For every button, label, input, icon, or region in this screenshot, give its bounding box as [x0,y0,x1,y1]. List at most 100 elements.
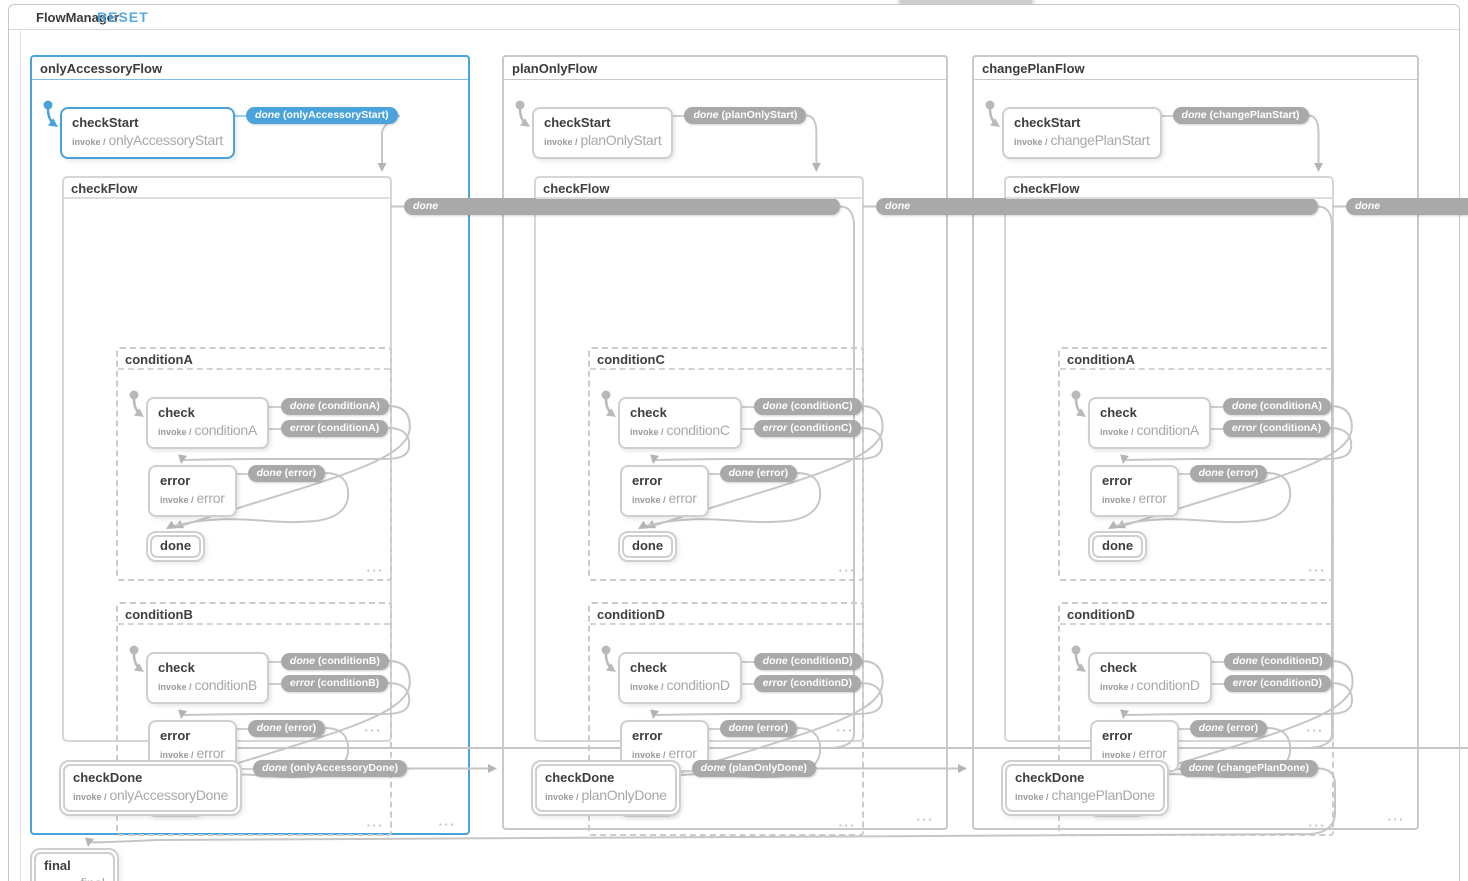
state-error[interactable]: error invoke /error [1090,465,1179,517]
state-checkdone[interactable]: checkDone invoke /changePlanDone [1001,760,1169,816]
transition-badge-error[interactable]: error(conditionD) [753,675,862,692]
transition-badge-done[interactable]: done(conditionD) [1223,653,1332,670]
state-checkstart[interactable]: checkStart invoke /changePlanStart [1002,107,1162,159]
check-row: check invoke /conditionD done(conditionD… [1088,652,1332,704]
invoke-target: conditionA [1136,422,1200,438]
transition-badge-error-done[interactable]: done(error) [1189,465,1268,482]
transition-badge-error[interactable]: error(conditionB) [280,675,389,692]
check-row: check invoke /conditionA done(conditionA… [1088,397,1331,449]
transition-badge-error-done[interactable]: done(error) [719,720,798,737]
connector-line [741,405,754,408]
flow-title-label: onlyAccessoryFlow [40,61,163,76]
checkflow-container: checkFlow ··· conditionC check invoke /c… [534,176,864,836]
state-title: checkDone [545,770,615,785]
flow-container: onlyAccessoryFlow checkStart invoke /onl… [30,55,840,836]
checkflow-done-badge[interactable]: done [876,198,1318,215]
transition-badge-done[interactable]: done(conditionB) [280,653,389,670]
state-title: error [632,728,663,743]
checkdone-row: checkDone invoke /changePlanDone done(ch… [1001,760,1319,816]
transition-badge[interactable]: done(onlyAccessoryStart) [245,107,398,124]
flow-container: planOnlyFlow checkStart invoke /planOnly… [502,55,1318,836]
ellipsis-icon: ··· [366,563,384,578]
checkflow-done-badge[interactable]: done [404,198,840,215]
transition-badge-done[interactable]: done(conditionC) [753,398,862,415]
invoke-target: error [668,490,697,506]
transition-badge-error[interactable]: error(conditionC) [753,420,862,437]
state-check[interactable]: check invoke /conditionB [146,652,269,704]
transition-badge-error[interactable]: error(conditionD) [1223,675,1332,692]
outer-panel [8,4,1460,881]
state-title: check [1100,660,1137,675]
invoke-keyword: invoke / [72,137,106,147]
badge-event: done [1188,762,1214,774]
state-error[interactable]: error invoke /error [148,465,237,517]
transition-badge[interactable]: done(changePlanDone) [1179,760,1319,777]
state-checkstart[interactable]: checkStart invoke /planOnlyStart [532,107,674,159]
badge-arg: (conditionB) [318,655,380,667]
ellipsis-icon: ··· [1308,818,1326,833]
transition-badge-done[interactable]: done(conditionD) [753,653,862,670]
check-row: check invoke /conditionD done(conditionD… [618,652,862,704]
state-final[interactable]: final invoke /final [30,848,119,881]
state-done[interactable]: done [146,531,206,562]
badge-row: done(conditionB) [268,653,389,670]
badge-event: done [885,200,911,212]
badge-event: done [1198,722,1224,734]
state-checkdone[interactable]: checkDone invoke /planOnlyDone [531,760,681,816]
invoke-keyword: invoke / [1102,750,1136,760]
state-invoke: invoke /conditionC [630,422,730,440]
browser-artifact [900,0,1032,7]
state-checkstart[interactable]: checkStart invoke /onlyAccessoryStart [60,107,235,159]
state-checkdone[interactable]: checkDone invoke /onlyAccessoryDone [59,760,243,816]
badge-arg: (conditionA) [318,400,380,412]
app-title: FlowManager [36,10,120,25]
transition-badge-done[interactable]: done(conditionA) [1222,398,1331,415]
transition-badge-error[interactable]: error(conditionA) [1222,420,1331,437]
transition-badge-error[interactable]: error(conditionA) [280,420,389,437]
transition-badge-error-done[interactable]: done(error) [719,465,798,482]
transition-badge[interactable]: done(planOnlyStart) [684,107,807,124]
transition-badge[interactable]: done(planOnlyDone) [691,760,816,777]
state-invoke: invoke /changePlanStart [1014,132,1150,150]
invoke-target: conditionD [1136,677,1200,693]
state-done[interactable]: done [1088,531,1148,562]
transition-badge-done[interactable]: done(conditionA) [280,398,389,415]
invoke-target: error [668,745,697,761]
ellipsis-icon: ··· [438,817,456,832]
invoke-target: error [196,745,225,761]
connector-line [1210,405,1223,408]
reset-button[interactable]: RESET [97,9,149,25]
badge-event: done [256,467,282,479]
badge-event: error [1231,422,1257,434]
state-check[interactable]: check invoke /conditionC [618,397,742,449]
state-title: checkStart [72,115,139,130]
condition-title: conditionD [1060,604,1332,625]
state-check[interactable]: check invoke /conditionD [1088,652,1212,704]
badge-arg: (conditionA) [317,422,380,434]
badge-row: done(conditionA) [1210,398,1331,415]
state-check[interactable]: check invoke /conditionD [618,652,742,704]
transition-badge-error-done[interactable]: done(error) [247,720,326,737]
transition-badge-error-done[interactable]: done(error) [1189,720,1268,737]
badge-arg: (conditionB) [317,677,380,689]
badge-event: error [762,422,788,434]
badge-stack: done(conditionA) error(conditionA) [268,398,389,437]
state-done[interactable]: done [618,531,678,562]
state-check[interactable]: check invoke /conditionA [146,397,269,449]
transition-badge-error-done[interactable]: done(error) [247,465,326,482]
state-check[interactable]: check invoke /conditionA [1088,397,1211,449]
flow-container: changePlanFlow checkStart invoke /change… [972,55,1468,836]
checkflow-done-badge[interactable]: done [1346,198,1468,215]
state-title: checkStart [544,115,611,130]
check-row: check invoke /conditionB done(conditionB… [146,652,389,704]
invoke-target: error [196,490,225,506]
state-invoke: invoke /planOnlyStart [544,132,662,150]
ellipsis-icon: ··· [1308,563,1326,578]
state-error[interactable]: error invoke /error [620,465,709,517]
badge-row: error(conditionD) [1211,675,1332,692]
transition-badge[interactable]: done(onlyAccessoryDone) [253,760,408,777]
transition-badge[interactable]: done(changePlanStart) [1172,107,1309,124]
badge-event: error [762,677,788,689]
invoke-keyword: invoke / [1100,427,1134,437]
connector-line [236,728,248,730]
